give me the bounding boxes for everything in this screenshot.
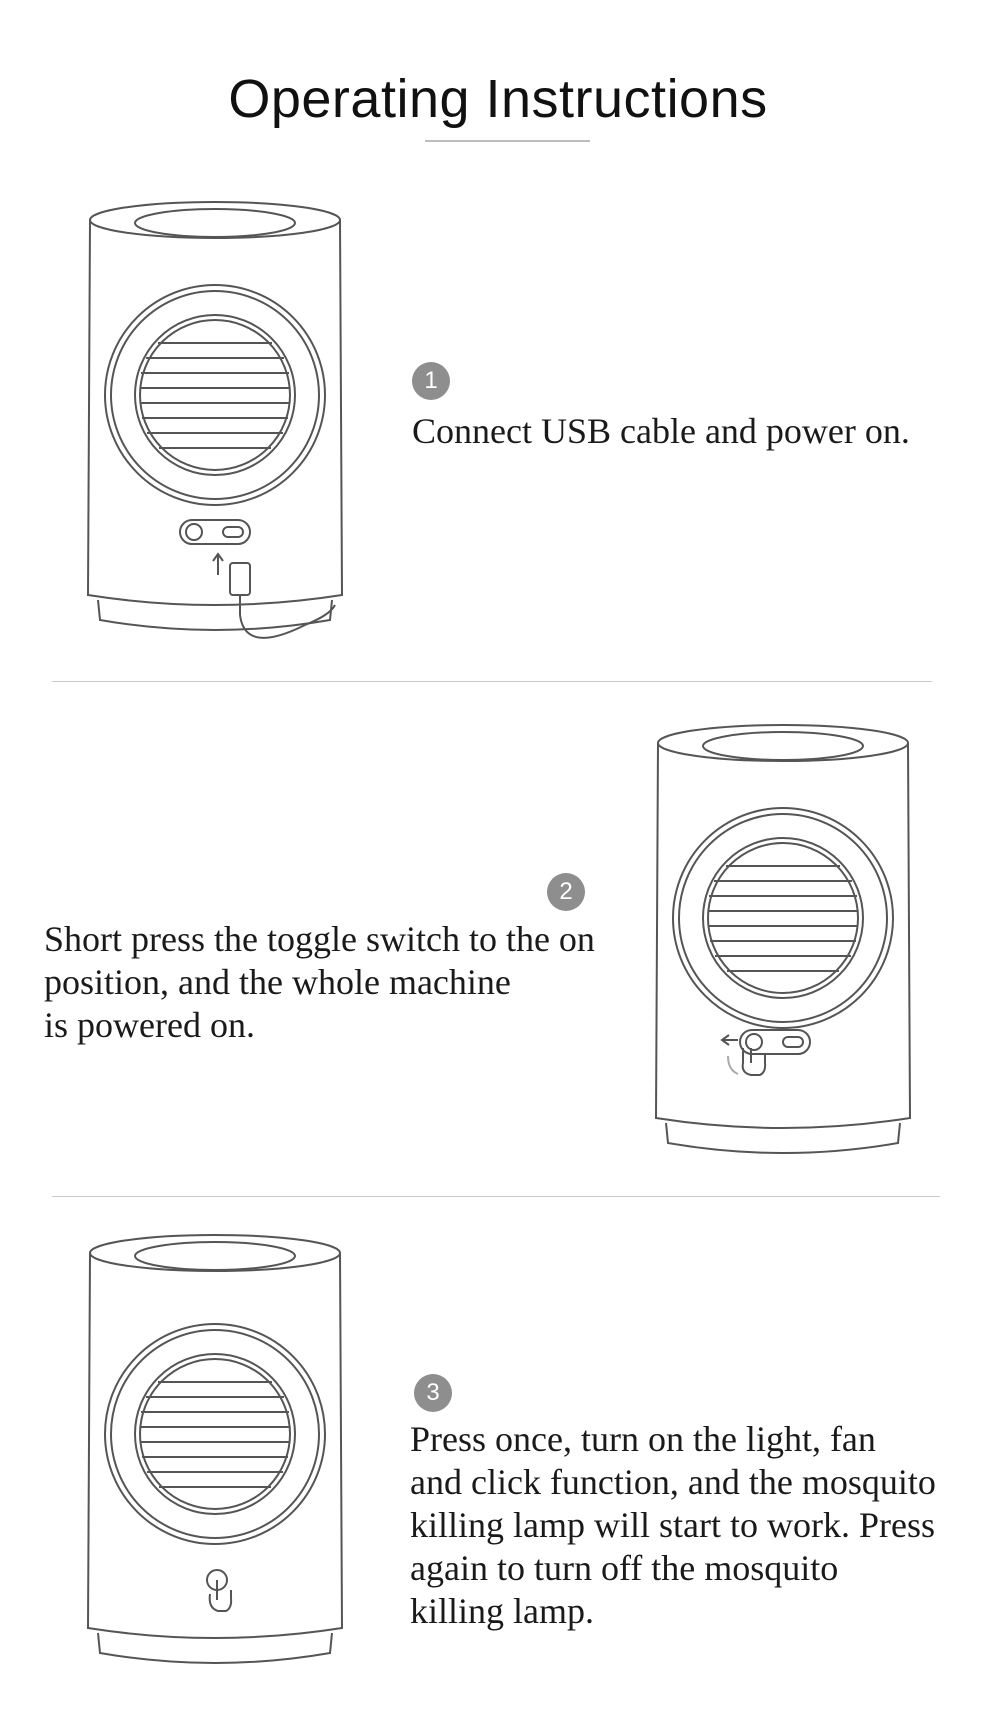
step-2-line-1: Short press the toggle switch to the on [44, 919, 595, 959]
step-3-line-3: killing lamp will start to work. Press [410, 1505, 935, 1545]
step-2-badge: 2 [547, 873, 585, 911]
title-underline [425, 140, 590, 142]
step-3-line-4: again to turn off the mosquito [410, 1548, 839, 1588]
step-3-line-2: and click function, and the mosquito [410, 1462, 936, 1502]
step-2-line-3: is powered on. [44, 1005, 255, 1045]
step-1-badge: 1 [412, 362, 450, 400]
divider-1 [52, 681, 932, 682]
lamp-device-usb-icon [80, 195, 350, 645]
lamp-device-touch-icon [80, 1228, 350, 1678]
divider-2 [52, 1196, 940, 1197]
step-2-text: Short press the toggle switch to the on … [44, 918, 644, 1047]
step-3-badge: 3 [414, 1374, 452, 1412]
step-3-line-5: killing lamp. [410, 1591, 594, 1631]
step-2-line-2: position, and the whole machine [44, 962, 511, 1002]
lamp-device-toggle-icon [648, 718, 918, 1168]
page-title: Operating Instructions [228, 69, 768, 129]
step-1-text: Connect USB cable and power on. [412, 411, 910, 451]
step-3-line-1: Press once, turn on the light, fan [410, 1419, 876, 1459]
step-3-text: Press once, turn on the light, fan and c… [410, 1418, 990, 1633]
